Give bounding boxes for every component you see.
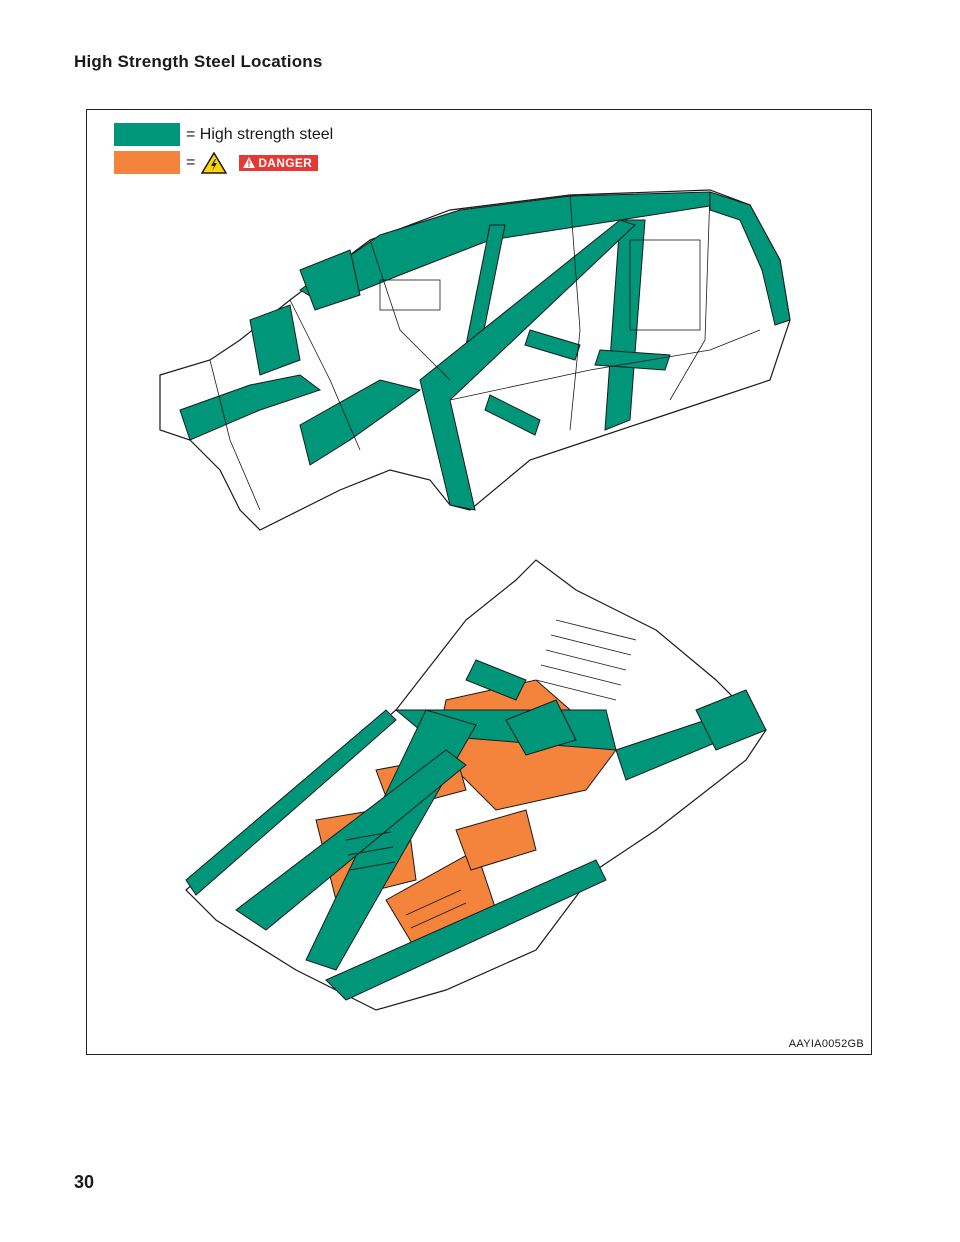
legend-swatch-green (114, 123, 180, 146)
legend-swatch-orange (114, 151, 180, 174)
page-number: 30 (74, 1172, 95, 1192)
figure-code: AAYIA0052GB (788, 1038, 864, 1050)
figure-frame (86, 109, 872, 1055)
page-title: High Strength Steel Locations (74, 52, 323, 71)
legend-label-high-strength-steel: = High strength steel (186, 125, 334, 143)
legend-equals: = (186, 153, 196, 171)
high-voltage-warning-icon (201, 151, 228, 174)
danger-badge: DANGER (239, 154, 319, 171)
legend-row-danger: = DANGER (114, 150, 333, 175)
underbody-floor-illustration (185, 559, 767, 1011)
legend-row-high-strength-steel: = High strength steel (114, 122, 333, 147)
danger-badge-label: DANGER (258, 155, 313, 170)
legend: = High strength steel = DANGER (114, 122, 333, 178)
vehicle-body-structure-illustration (159, 189, 791, 531)
danger-alert-icon (243, 157, 256, 168)
